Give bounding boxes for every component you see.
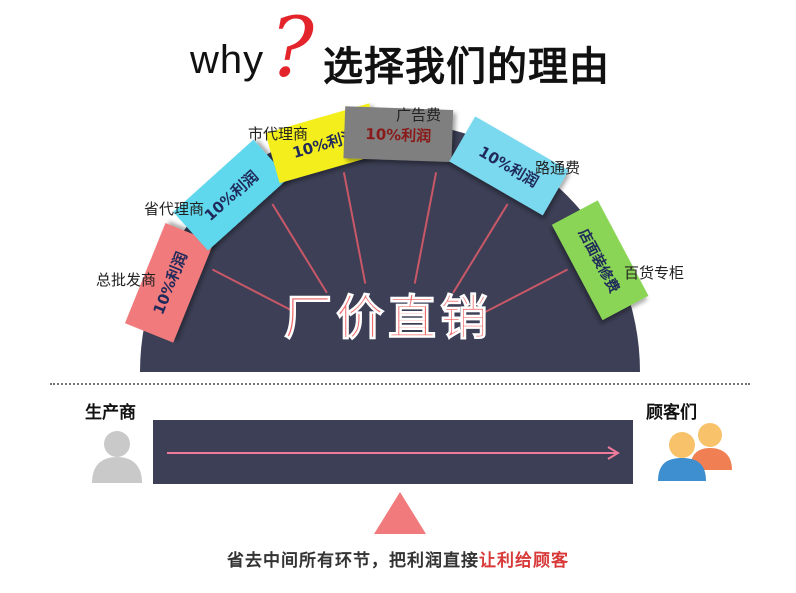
channel-arrow xyxy=(167,446,620,460)
label-channel-fee: 路通费 xyxy=(535,159,581,177)
segment-block xyxy=(449,116,569,216)
label-advertising: 广告费 xyxy=(396,106,442,124)
dome-ray xyxy=(484,268,568,313)
dome-ray xyxy=(452,203,509,294)
title-why: why xyxy=(190,38,265,82)
dome-ray xyxy=(342,172,367,284)
label-department-store: 百货专柜 xyxy=(624,264,685,282)
customers-icon xyxy=(658,423,732,481)
footer-highlight: 让利给顾客 xyxy=(479,551,569,571)
dome-ray xyxy=(413,172,438,284)
segment-block xyxy=(173,139,289,251)
dome-ray xyxy=(212,268,296,313)
segment-block-text: 10%利润 xyxy=(365,125,431,145)
title-question-mark: ? xyxy=(270,1,314,96)
producer-person-icon xyxy=(92,431,142,483)
label-city-agent: 市代理商 xyxy=(248,125,309,143)
segment-advertising: 10%利润 xyxy=(343,106,454,163)
dome-rays xyxy=(212,172,568,313)
segment-block xyxy=(551,200,649,321)
label-provincial-agent: 省代理商 xyxy=(144,200,205,218)
footer-text: 省去中间所有环节，把利润直接 xyxy=(227,551,479,571)
segment-block xyxy=(343,106,454,163)
center-text: 厂价直销 xyxy=(284,290,492,346)
dome-ray xyxy=(271,203,328,294)
segment-wholesaler: 10%利润 xyxy=(124,223,214,343)
pointer-triangle xyxy=(374,492,426,534)
segment-block xyxy=(124,223,214,343)
producer-label: 生产商 xyxy=(85,403,136,423)
dotted-separator xyxy=(50,383,750,385)
footer-caption: 省去中间所有环节，把利润直接让利给顾客 xyxy=(0,546,796,571)
label-wholesaler: 总批发商 xyxy=(96,271,157,289)
consumer-label: 顾客们 xyxy=(646,403,697,423)
page-title: 选择我们的理由 xyxy=(323,44,610,90)
